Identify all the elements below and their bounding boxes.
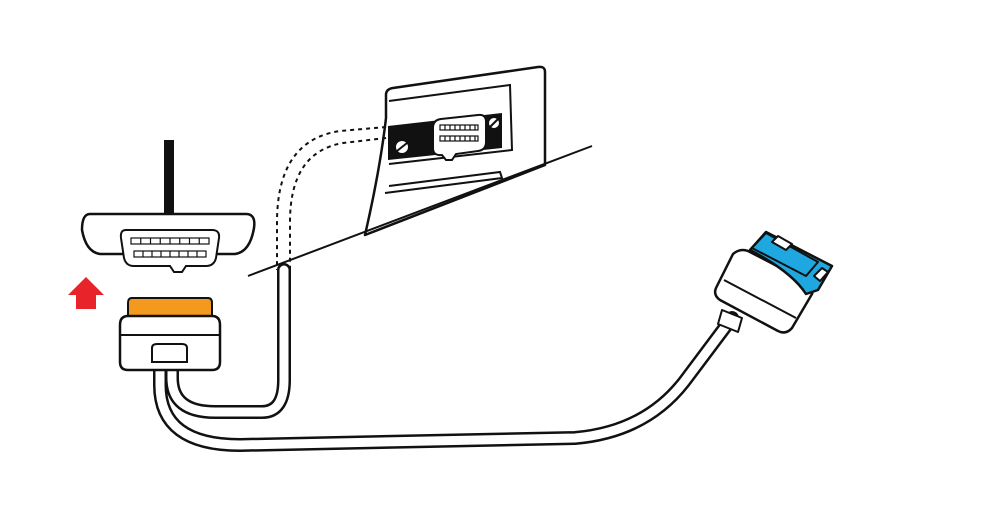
hidden-cable-route-outer: [276, 126, 387, 270]
obd-device: [80, 212, 256, 273]
splitter-orange-tab: [127, 297, 213, 317]
hidden-cable-route-inner: [289, 137, 387, 270]
obd-device-socket-pins: [130, 237, 210, 258]
dash-edge-line: [247, 145, 593, 277]
blue-connector-body-ridge: [723, 279, 797, 319]
dash-panel-recess-lower: [384, 170, 504, 194]
blue-connector-latch: [771, 235, 793, 251]
blue-connector-strain-relief: [717, 309, 743, 333]
blue-connector-body: [713, 248, 815, 334]
splitter-cable-boot: [151, 343, 188, 363]
vehicle-dash-panel: [363, 65, 547, 237]
up-arrow-icon: [68, 277, 104, 309]
blue-connector-side-latch: [813, 267, 829, 282]
dash-port-pins: [439, 124, 479, 142]
cable-to-blue-connector-fill: [155, 313, 737, 450]
cable-to-blue-connector-outline: [153, 311, 739, 452]
device-antenna: [164, 140, 174, 218]
cable-to-dash-fill: [167, 265, 289, 417]
blue-obd-connector-icon: [713, 230, 834, 334]
splitter-plug: [118, 297, 222, 372]
blue-connector-top-face: [751, 232, 819, 277]
